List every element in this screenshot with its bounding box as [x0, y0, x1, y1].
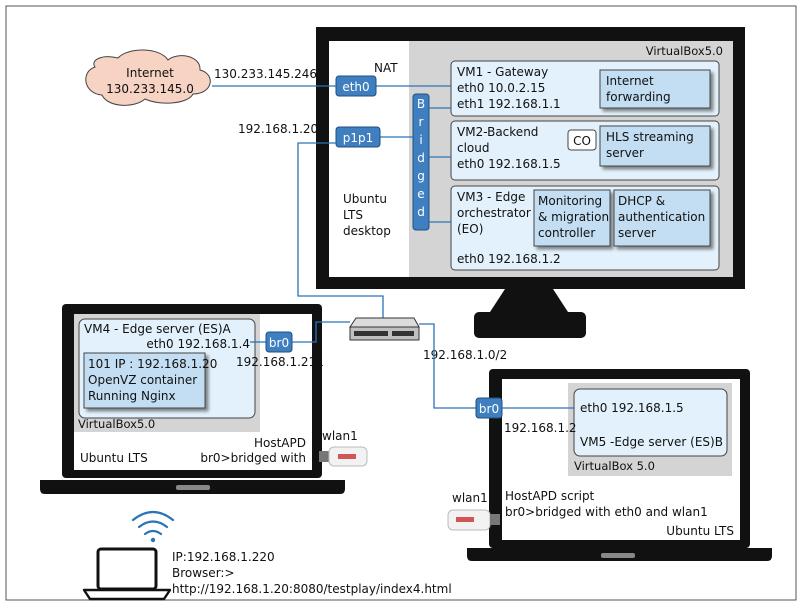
internet-ip-label: 130.233.145.246	[214, 67, 317, 81]
monitoring-line1: Monitoring	[538, 194, 602, 208]
ubuntu-desktop-line1: Ubuntu	[343, 192, 387, 206]
co-label: CO	[573, 134, 591, 148]
internet-forwarding-box	[599, 69, 711, 109]
internet-label: Internet	[126, 66, 174, 80]
p1p1-port-label: p1p1	[343, 131, 374, 145]
container-nginx: Running Nginx	[88, 389, 176, 403]
left-dongle-plug	[319, 451, 329, 462]
wifi-icon	[131, 510, 175, 536]
p1p1-ip-label: 192.168.1.201	[238, 122, 326, 136]
vm1-title: VM1 - Gateway	[457, 65, 548, 79]
vm4-title: VM4 - Edge server (ES)A	[84, 322, 232, 336]
client-url-label: http://192.168.1.20:8080/testplay/index4…	[172, 582, 452, 596]
vm2-cloud: cloud	[457, 141, 490, 155]
p1p1-port	[335, 126, 381, 148]
vm1-eth0: eth0 10.0.2.15	[457, 81, 545, 95]
right-bridged-label: br0>bridged with eth0 and wlan1	[505, 505, 708, 519]
right-wlan-label: wlan1	[452, 491, 488, 505]
bridged-letter-4: d	[417, 151, 425, 165]
hls-streaming-box	[599, 125, 711, 167]
right-br0-label: br0	[479, 402, 499, 416]
left-laptop-notch	[176, 485, 210, 490]
right-dongle-logo	[456, 517, 474, 522]
vm4-eth0: eth0 192.168.1.4	[146, 337, 250, 351]
dhcp-auth-box	[613, 189, 711, 247]
left-hostapd-label: HostAPD	[254, 436, 306, 450]
bridged-letter-7: d	[417, 205, 425, 219]
vm5-ip-label: 192.168.1.2	[504, 421, 577, 435]
vm2-title: VM2-Backend	[457, 125, 538, 139]
openvz-container-box	[83, 352, 206, 409]
switch-ip-label: 192.168.1.0/2	[423, 348, 507, 362]
network-switch	[349, 317, 420, 341]
bridge-vm-links	[429, 107, 451, 223]
ubuntu-desktop-line2: LTS	[343, 208, 363, 222]
vm2-eth0: eth0 192.168.1.5	[457, 157, 561, 171]
left-wlan-dongle	[319, 446, 368, 467]
switch-top	[349, 317, 420, 328]
right-laptop-notch	[601, 553, 635, 558]
vm4-ip-label: 192.168.1.211	[236, 355, 324, 369]
hls-streaming-line2: server	[606, 146, 644, 160]
left-dongle-logo	[338, 454, 356, 459]
vm5-eth0: eth0 192.168.1.5	[580, 401, 684, 415]
container-ip: 101 IP : 192.168.1.20	[88, 357, 217, 371]
left-wlan-label: wlan1	[322, 429, 358, 443]
bridged-letter-1: B	[417, 97, 425, 111]
right-wlan-dongle	[447, 509, 500, 531]
desktop-virtualbox-label: VirtualBox5.0	[646, 44, 723, 58]
bridged-letter-5: g	[417, 169, 425, 183]
vm5-title: VM5 -Edge server (ES)B	[580, 435, 723, 449]
dhcp-line1: DHCP &	[618, 194, 665, 208]
left-virtualbox-label: VirtualBox5.0	[78, 417, 155, 431]
bridged-box	[412, 93, 430, 231]
wifi-dot	[150, 537, 156, 543]
left-bridged-label: br0>bridged with	[200, 451, 306, 465]
client-laptop-icon	[82, 547, 172, 601]
bridged-letter-2: r	[419, 115, 424, 129]
monitor-stand	[474, 312, 586, 338]
switch-ports-b	[392, 331, 414, 336]
internet-subnet: 130.233.145.0	[106, 82, 194, 96]
internet-forwarding-line2: forwarding	[606, 90, 671, 104]
monitoring-line3: controller	[538, 226, 595, 240]
co-box	[567, 129, 597, 151]
ubuntu-desktop-line3: desktop	[343, 224, 391, 238]
vm3-orchestrator: orchestrator	[457, 206, 531, 220]
nat-label: NAT	[374, 61, 398, 75]
left-os-label: Ubuntu LTS	[80, 451, 148, 465]
right-virtualbox-label: VirtualBox 5.0	[574, 459, 655, 473]
hls-streaming-line1: HLS streaming	[606, 130, 694, 144]
vm1-eth1: eth1 192.168.1.1	[457, 97, 561, 111]
bridged-letter-6: e	[417, 187, 424, 201]
container-type: OpenVZ container	[88, 373, 197, 387]
right-dongle-plug	[490, 514, 500, 525]
left-br0-switch-link	[292, 321, 350, 343]
internet-forwarding-line1: Internet	[606, 74, 654, 88]
client-ip-label: IP:192.168.1.220	[172, 550, 275, 564]
vm5-box	[573, 388, 728, 457]
internet-cloud	[85, 49, 211, 106]
monitoring-controller-box	[533, 189, 611, 247]
left-br0-label: br0	[269, 336, 289, 350]
right-os-label: Ubuntu LTS	[666, 524, 734, 538]
dhcp-line3: server	[618, 226, 656, 240]
switch-ports-a	[354, 331, 388, 336]
client-browser-label: Browser:>	[172, 566, 235, 580]
vm3-eth0: eth0 192.168.1.2	[457, 252, 561, 266]
p1p1-switch-link	[297, 142, 384, 319]
bridged-letter-3: i	[419, 133, 422, 147]
vm3-eo: (EO)	[457, 222, 483, 236]
eth0-port-label: eth0	[342, 80, 369, 94]
switch-right-link	[419, 323, 476, 409]
right-hostapd-label: HostAPD script	[505, 489, 595, 503]
monitor-neck	[490, 289, 568, 312]
monitoring-line2: & migration	[538, 210, 609, 224]
dhcp-line2: authentication	[618, 210, 705, 224]
vm3-title: VM3 - Edge	[457, 190, 525, 204]
